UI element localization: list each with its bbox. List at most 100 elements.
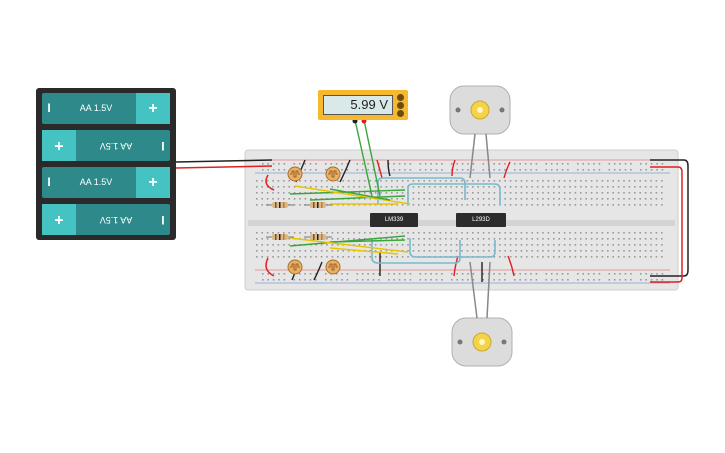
breadboard-hole[interactable]	[542, 250, 544, 252]
breadboard-hole[interactable]	[526, 250, 528, 252]
breadboard-hole[interactable]	[419, 169, 422, 171]
breadboard-hole[interactable]	[393, 279, 395, 281]
breadboard-hole[interactable]	[272, 279, 275, 281]
breadboard-hole[interactable]	[634, 232, 636, 234]
breadboard-hole[interactable]	[563, 204, 566, 206]
breadboard-hole[interactable]	[569, 244, 571, 246]
breadboard-hole[interactable]	[266, 180, 269, 182]
breadboard-hole[interactable]	[499, 244, 501, 246]
motor-bottom-lead-1[interactable]	[469, 261, 478, 319]
breadboard-hole[interactable]	[601, 244, 604, 246]
breadboard-hole[interactable]	[623, 232, 625, 234]
breadboard-hole[interactable]	[380, 256, 382, 258]
breadboard-hole[interactable]	[617, 180, 620, 182]
breadboard-hole[interactable]	[619, 279, 621, 281]
breadboard-hole[interactable]	[580, 192, 582, 194]
breadboard-hole[interactable]	[580, 180, 582, 182]
breadboard-hole[interactable]	[520, 256, 523, 258]
breadboard-hole[interactable]	[542, 256, 544, 258]
breadboard-hole[interactable]	[380, 232, 382, 234]
breadboard-hole[interactable]	[639, 232, 641, 234]
breadboard-hole[interactable]	[590, 198, 593, 200]
breadboard-hole[interactable]	[385, 250, 388, 252]
breadboard-hole[interactable]	[358, 232, 361, 234]
breadboard-hole[interactable]	[356, 279, 359, 281]
breadboard-hole[interactable]	[601, 192, 604, 194]
breadboard-hole[interactable]	[261, 186, 263, 188]
breadboard-hole[interactable]	[531, 192, 533, 194]
breadboard-hole[interactable]	[293, 186, 296, 188]
breadboard-hole[interactable]	[385, 192, 388, 194]
breadboard-hole[interactable]	[623, 192, 625, 194]
breadboard-hole[interactable]	[493, 169, 495, 171]
breadboard-hole[interactable]	[261, 180, 263, 182]
breadboard-hole[interactable]	[514, 169, 516, 171]
breadboard-hole[interactable]	[401, 180, 404, 182]
breadboard-hole[interactable]	[424, 279, 427, 281]
breadboard-hole[interactable]	[256, 180, 258, 182]
breadboard-hole[interactable]	[553, 256, 555, 258]
breadboard-hole[interactable]	[428, 192, 431, 194]
breadboard-hole[interactable]	[272, 244, 274, 246]
breadboard-hole[interactable]	[450, 250, 452, 252]
breadboard-hole[interactable]	[531, 244, 533, 246]
breadboard-hole[interactable]	[385, 204, 388, 206]
breadboard-hole[interactable]	[267, 279, 269, 281]
breadboard-hole[interactable]	[385, 186, 388, 188]
breadboard-hole[interactable]	[367, 273, 369, 275]
breadboard-hole[interactable]	[640, 169, 642, 171]
breadboard-hole[interactable]	[612, 238, 614, 240]
breadboard-hole[interactable]	[585, 180, 587, 182]
battery-pack[interactable]: I AA 1.5V + I AA 1.5V + I AA 1.5V + I AA…	[36, 88, 176, 240]
breadboard-hole[interactable]	[361, 279, 364, 281]
breadboard-hole[interactable]	[493, 198, 496, 200]
breadboard-hole[interactable]	[477, 180, 479, 182]
breadboard-hole[interactable]	[628, 186, 631, 188]
breadboard-hole[interactable]	[617, 238, 620, 240]
breadboard-hole[interactable]	[404, 279, 406, 281]
breadboard-hole[interactable]	[391, 232, 393, 234]
breadboard-hole[interactable]	[277, 232, 280, 234]
breadboard-hole[interactable]	[369, 244, 371, 246]
breadboard-hole[interactable]	[346, 273, 349, 275]
rail-jumper-red-2[interactable]	[451, 159, 456, 177]
breadboard-hole[interactable]	[288, 192, 290, 194]
breadboard-hole[interactable]	[404, 273, 406, 275]
breadboard-hole[interactable]	[412, 204, 415, 206]
breadboard-hole[interactable]	[315, 256, 317, 258]
breadboard-hole[interactable]	[530, 163, 532, 165]
breadboard-hole[interactable]	[531, 238, 533, 240]
breadboard-hole[interactable]	[526, 204, 528, 206]
breadboard-hole[interactable]	[535, 279, 538, 281]
breadboard-hole[interactable]	[347, 256, 350, 258]
breadboard-hole[interactable]	[341, 163, 343, 165]
breadboard-hole[interactable]	[488, 238, 490, 240]
breadboard-hole[interactable]	[601, 186, 604, 188]
photoresistor-icon[interactable]	[325, 166, 341, 182]
breadboard-hole[interactable]	[661, 244, 663, 246]
breadboard-hole[interactable]	[325, 273, 327, 275]
breadboard-hole[interactable]	[441, 273, 443, 275]
breadboard-hole[interactable]	[266, 256, 269, 258]
breadboard-hole[interactable]	[261, 238, 263, 240]
breadboard-hole[interactable]	[580, 256, 582, 258]
breadboard-hole[interactable]	[262, 273, 264, 275]
breadboard-hole[interactable]	[617, 198, 620, 200]
breadboard-hole[interactable]	[553, 238, 555, 240]
breadboard-hole[interactable]	[299, 232, 301, 234]
breadboard-hole[interactable]	[656, 279, 658, 281]
breadboard-hole[interactable]	[353, 232, 355, 234]
breadboard-hole[interactable]	[596, 186, 598, 188]
breadboard-hole[interactable]	[524, 279, 527, 281]
breadboard-hole[interactable]	[590, 180, 593, 182]
breadboard-hole[interactable]	[558, 204, 560, 206]
breadboard-hole[interactable]	[356, 169, 359, 171]
breadboard-hole[interactable]	[283, 232, 285, 234]
breadboard-hole[interactable]	[369, 204, 371, 206]
breadboard-hole[interactable]	[439, 204, 442, 206]
breadboard-hole[interactable]	[547, 232, 550, 234]
breadboard-hole[interactable]	[520, 192, 523, 194]
breadboard-hole[interactable]	[526, 192, 528, 194]
breadboard-hole[interactable]	[401, 192, 404, 194]
breadboard-hole[interactable]	[347, 238, 350, 240]
